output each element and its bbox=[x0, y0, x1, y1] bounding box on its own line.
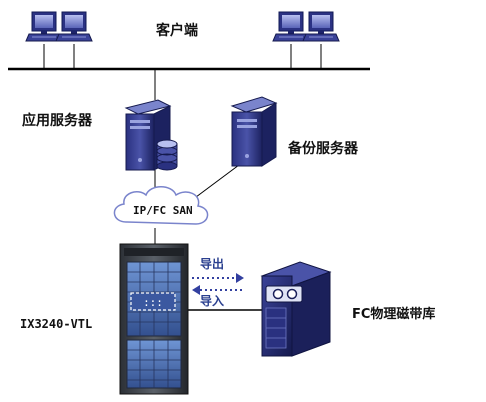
export-arrow bbox=[192, 273, 244, 283]
clients-label: 客户端 bbox=[155, 22, 198, 39]
export-label: 导出 bbox=[200, 256, 224, 271]
tape-library-label: FC物理磁带库 bbox=[352, 306, 435, 322]
tape-library-icon bbox=[260, 261, 332, 357]
app-server-label: 应用服务器 bbox=[22, 112, 93, 129]
disk-stack-icon bbox=[156, 139, 178, 171]
vtl-label: IX3240-VTL bbox=[20, 317, 92, 331]
client-pc-1 bbox=[25, 11, 63, 42]
network-cloud-icon bbox=[113, 186, 209, 225]
backup-server-icon bbox=[230, 96, 278, 167]
client-pc-4 bbox=[302, 11, 340, 42]
client-drop-lines bbox=[43, 44, 322, 69]
client-pc-2 bbox=[55, 11, 93, 42]
client-pc-3 bbox=[272, 11, 310, 42]
backup-server-label: 备份服务器 bbox=[287, 140, 359, 157]
import-arrow bbox=[192, 285, 244, 295]
import-label: 导入 bbox=[200, 293, 224, 308]
svg-text::::: ::: bbox=[143, 296, 163, 309]
san-label: IP/FC SAN bbox=[133, 204, 193, 217]
vtl-storage-rack-icon: ::: bbox=[119, 243, 189, 395]
